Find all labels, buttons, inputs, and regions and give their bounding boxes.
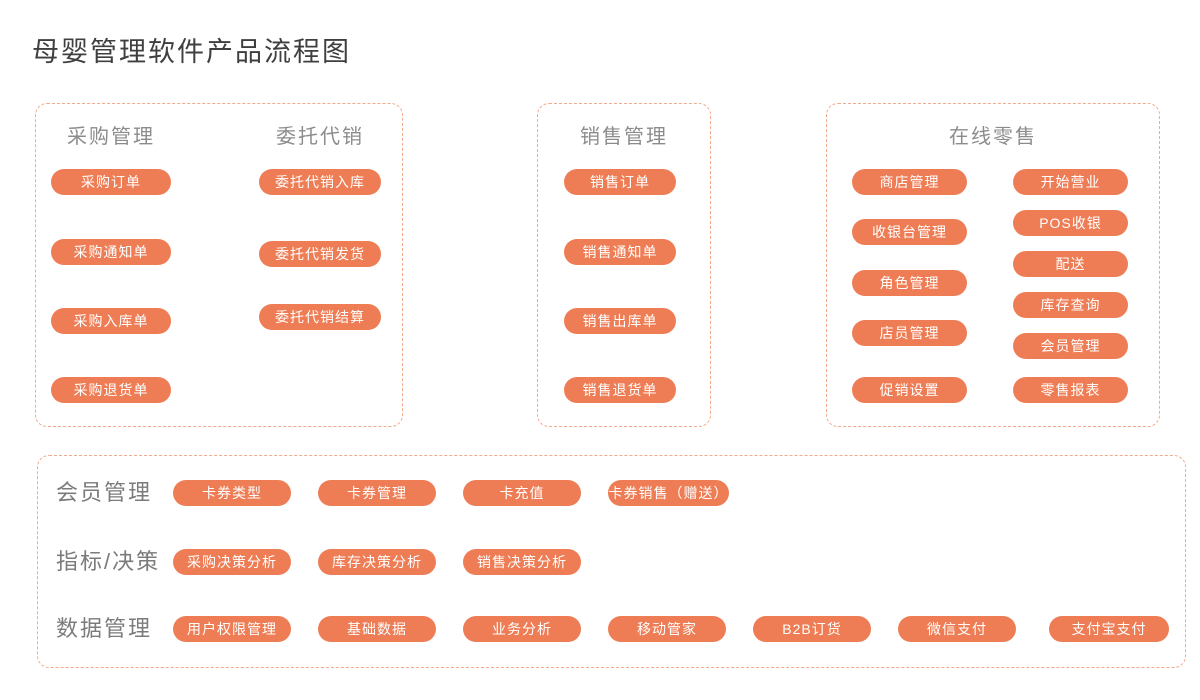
node-role-management: 角色管理 <box>852 270 967 296</box>
node-basic-data: 基础数据 <box>318 616 436 642</box>
node-delivery: 配送 <box>1013 251 1128 277</box>
node-member-management: 会员管理 <box>1013 333 1128 359</box>
node-inventory-decision-analysis: 库存决策分析 <box>318 549 436 575</box>
node-purchase-decision-analysis: 采购决策分析 <box>173 549 291 575</box>
node-card-recharge: 卡充值 <box>463 480 581 506</box>
node-sales-outbound: 销售出库单 <box>564 308 676 334</box>
panel-bottom: 会员管理 卡券类型 卡券管理 卡充值 卡券销售（赠送） 指标/决策 采购决策分析… <box>37 455 1186 668</box>
node-start-business: 开始营业 <box>1013 169 1128 195</box>
node-mobile-manager: 移动管家 <box>608 616 726 642</box>
node-sales-decision-analysis: 销售决策分析 <box>463 549 581 575</box>
section-header-consignment: 委托代销 <box>276 126 364 148</box>
node-cashier-desk-management: 收银台管理 <box>852 219 967 245</box>
node-consignment-inbound: 委托代销入库 <box>259 169 381 195</box>
row-label-data-management: 数据管理 <box>56 616 153 641</box>
node-consignment-shipment: 委托代销发货 <box>259 241 381 267</box>
panel-purchase-consignment: 采购管理 委托代销 采购订单 采购通知单 采购入库单 采购退货单 委托代销入库 … <box>35 103 403 427</box>
diagram-title: 母婴管理软件产品流程图 <box>32 37 351 67</box>
node-purchase-order: 采购订单 <box>51 169 171 195</box>
panel-online-retail: 在线零售 商店管理 收银台管理 角色管理 店员管理 促销设置 开始营业 POS收… <box>826 103 1160 427</box>
node-sales-return: 销售退货单 <box>564 377 676 403</box>
node-purchase-return: 采购退货单 <box>51 377 171 403</box>
row-label-metrics-decision: 指标/决策 <box>56 549 161 574</box>
node-store-management: 商店管理 <box>852 169 967 195</box>
node-clerk-management: 店员管理 <box>852 320 967 346</box>
node-card-management: 卡券管理 <box>318 480 436 506</box>
node-promotion-settings: 促销设置 <box>852 377 967 403</box>
panel-sales: 销售管理 销售订单 销售通知单 销售出库单 销售退货单 <box>537 103 711 427</box>
node-card-type: 卡券类型 <box>173 480 291 506</box>
node-inventory-query: 库存查询 <box>1013 292 1128 318</box>
node-user-permission-management: 用户权限管理 <box>173 616 291 642</box>
section-header-purchase: 采购管理 <box>67 126 155 148</box>
section-header-sales: 销售管理 <box>580 126 668 148</box>
node-retail-report: 零售报表 <box>1013 377 1128 403</box>
node-sales-order: 销售订单 <box>564 169 676 195</box>
node-business-analysis: 业务分析 <box>463 616 581 642</box>
node-b2b-ordering: B2B订货 <box>753 616 871 642</box>
node-card-sale-gift: 卡券销售（赠送） <box>608 480 729 506</box>
node-pos-cashier: POS收银 <box>1013 210 1128 236</box>
node-sales-notice: 销售通知单 <box>564 239 676 265</box>
node-wechat-pay: 微信支付 <box>898 616 1016 642</box>
node-purchase-inbound: 采购入库单 <box>51 308 171 334</box>
section-header-online-retail: 在线零售 <box>949 126 1037 148</box>
node-consignment-settlement: 委托代销结算 <box>259 304 381 330</box>
node-purchase-notice: 采购通知单 <box>51 239 171 265</box>
row-label-member-management: 会员管理 <box>56 480 153 505</box>
node-alipay-pay: 支付宝支付 <box>1049 616 1169 642</box>
